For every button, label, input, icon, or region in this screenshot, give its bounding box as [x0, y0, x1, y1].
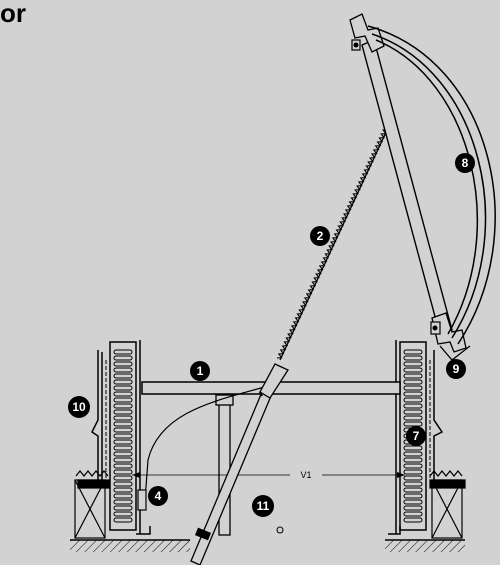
callout-8-label: 8 — [462, 156, 469, 170]
callout-1-label: 1 — [197, 364, 204, 378]
callout-2-label: 2 — [317, 229, 324, 243]
telescopic-pole — [190, 363, 289, 565]
rack-bar — [276, 122, 393, 361]
callout-10: 10 — [68, 396, 90, 418]
lever-arm — [349, 13, 471, 361]
callout-7-label: 7 — [413, 429, 420, 443]
insulation-right — [429, 470, 466, 539]
callout-10-label: 10 — [72, 400, 86, 414]
callout-1: 1 — [190, 361, 210, 381]
small-box — [137, 489, 147, 511]
ground-right — [385, 539, 465, 552]
callout-9: 9 — [446, 359, 466, 379]
insulation-left — [74, 470, 114, 539]
left-wall-column — [91, 340, 151, 535]
callout-8: 8 — [455, 153, 475, 173]
vertical-post — [215, 394, 234, 536]
callout-2: 2 — [310, 226, 330, 246]
ground-left — [70, 539, 190, 552]
cable — [144, 385, 269, 501]
callout-4-label: 4 — [155, 489, 162, 503]
callout-11-label: 11 — [257, 499, 270, 513]
dimension-v1: V1 — [132, 470, 405, 480]
callout-9-label: 9 — [453, 362, 460, 376]
dimension-label-v1: V1 — [300, 470, 311, 480]
callout-7: 7 — [406, 426, 426, 446]
anchor-point — [276, 526, 284, 534]
callout-11: 11 — [252, 495, 274, 517]
page-title-fragment: or — [0, 0, 26, 28]
callout-4: 4 — [148, 486, 168, 506]
